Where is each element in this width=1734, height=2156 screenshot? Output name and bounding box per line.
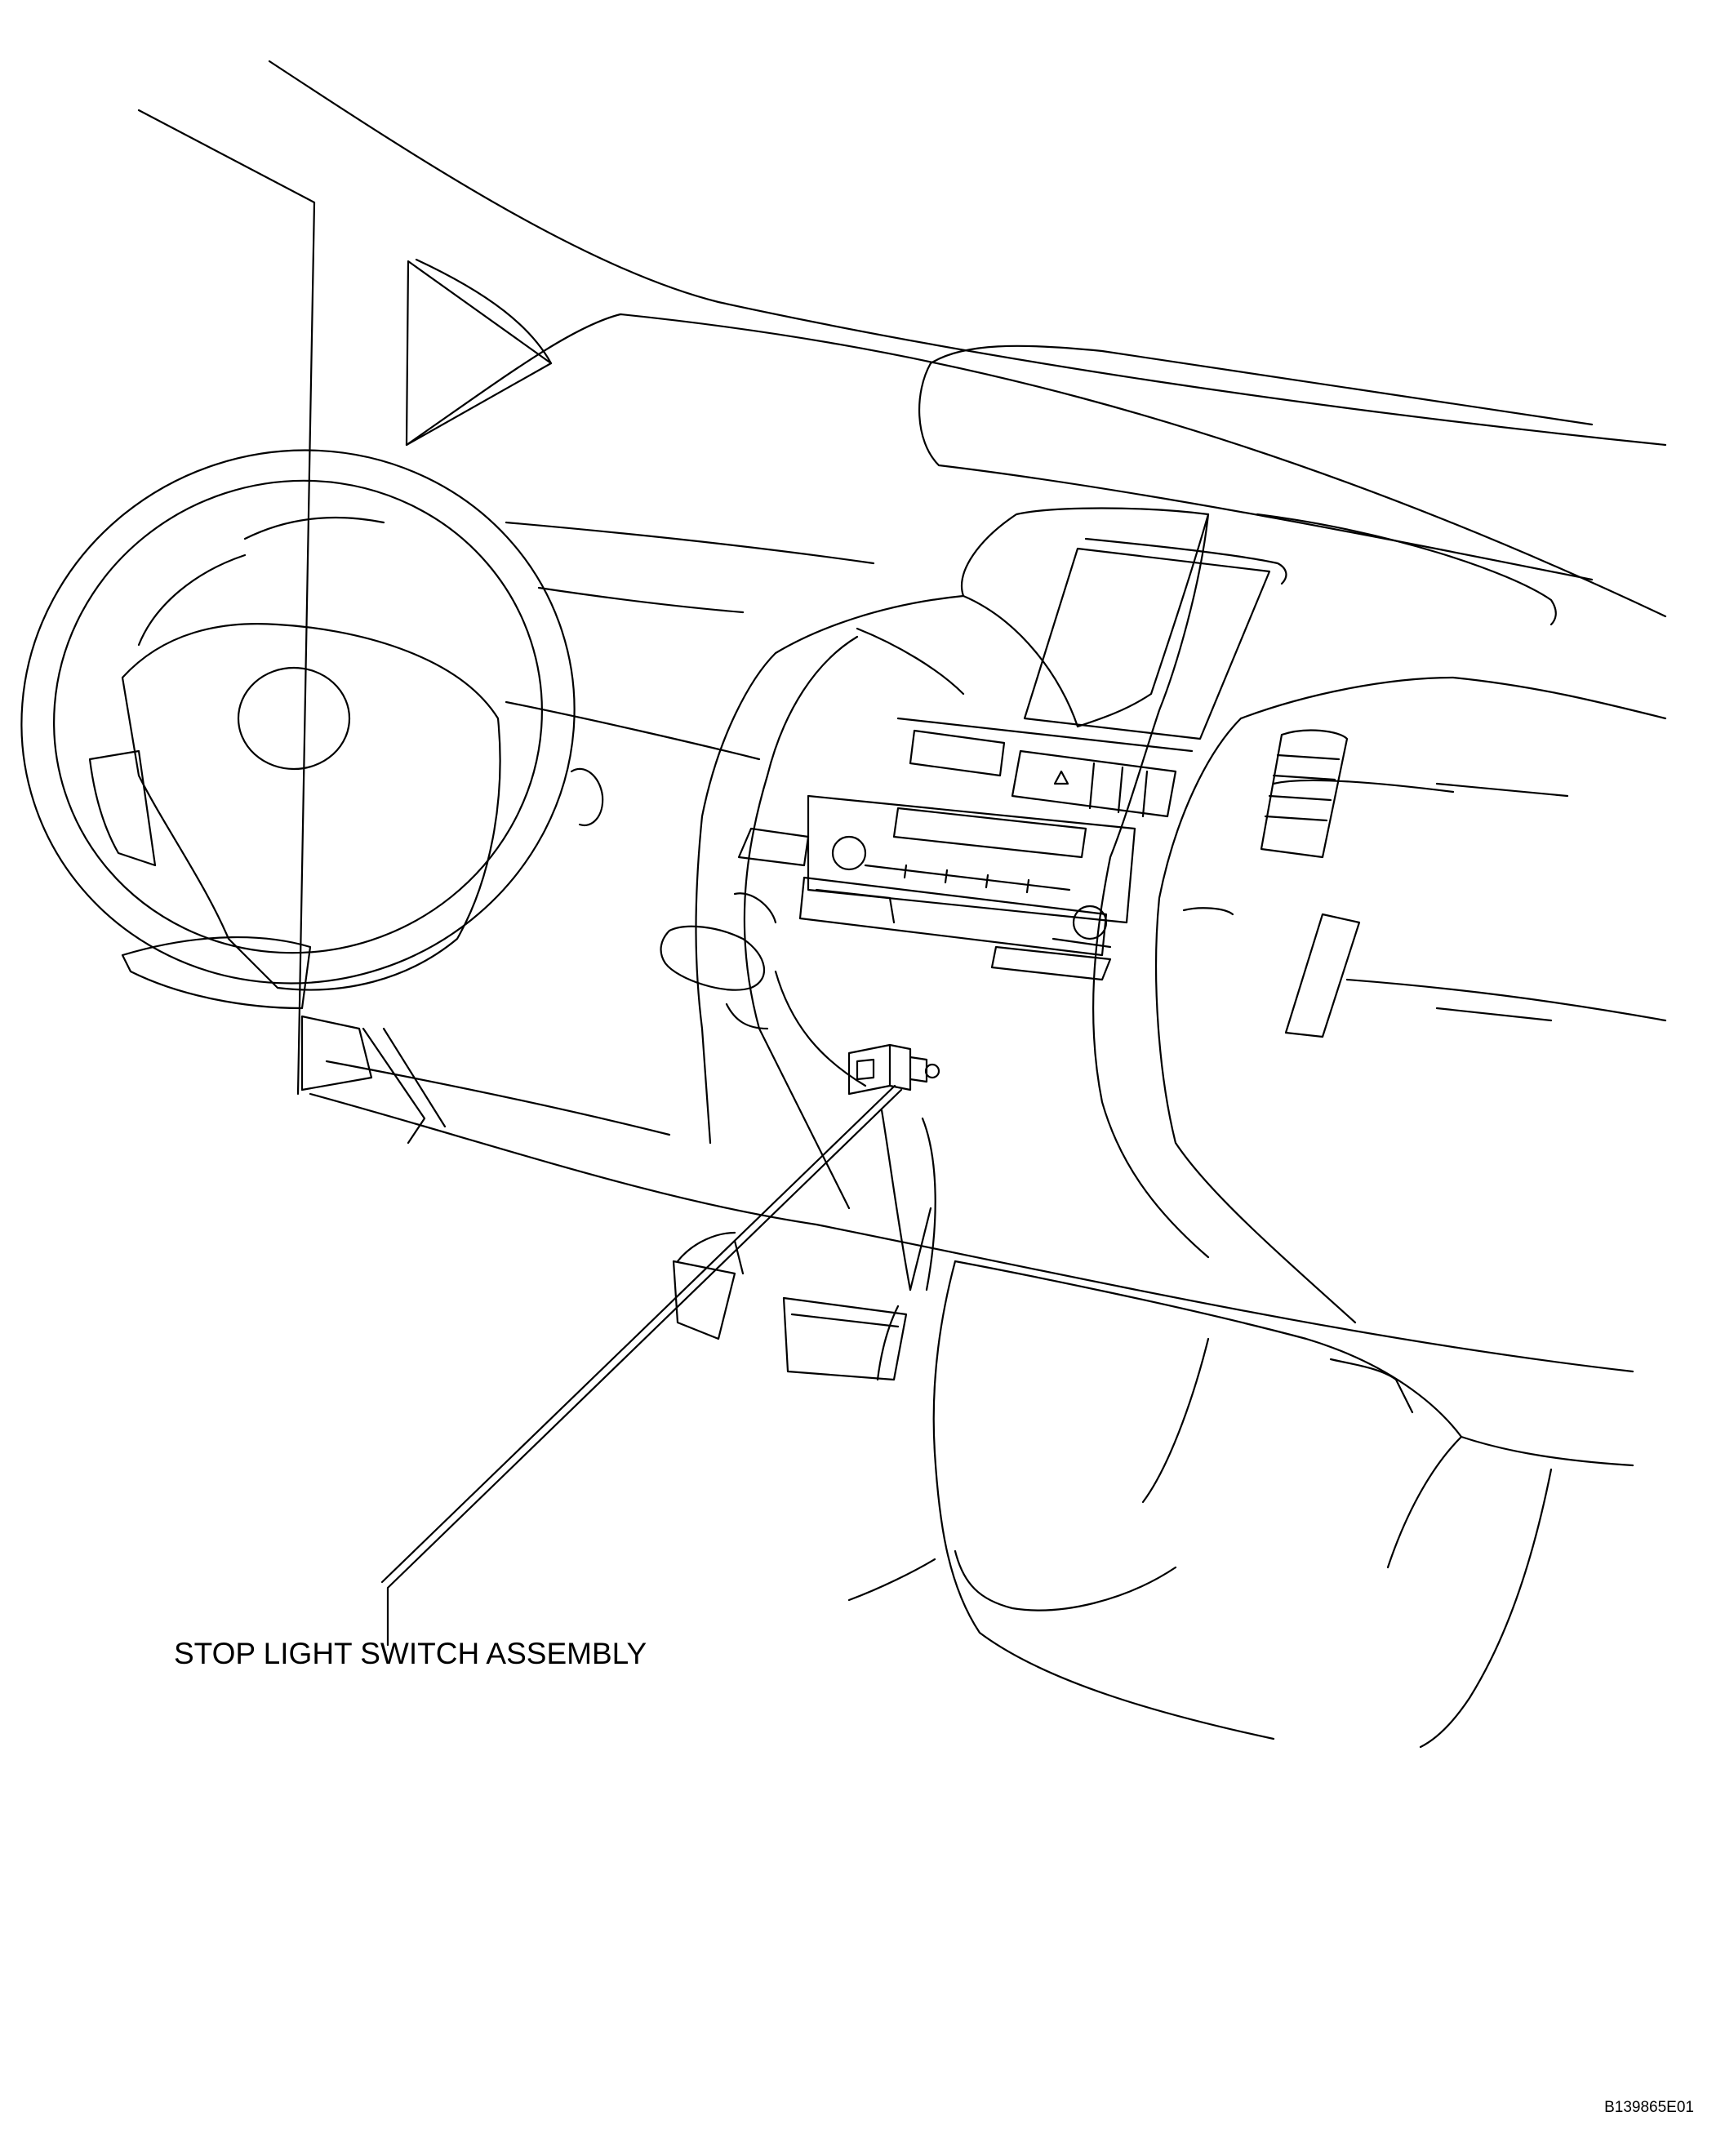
center-console (695, 507, 1210, 1259)
navigation-screen (1023, 537, 1287, 740)
audio-climate-panel (798, 794, 1136, 981)
brake-pedal (782, 1109, 936, 1381)
callout-leader-line (380, 1084, 903, 1647)
left-vent (737, 827, 810, 867)
a-pillar (137, 60, 1667, 1096)
right-vent (1182, 729, 1349, 916)
floor-tunnel (847, 1207, 1553, 1749)
lower-dash (309, 1092, 1634, 1467)
passenger-dash (1154, 676, 1667, 1324)
left-panel (325, 700, 761, 1136)
hazard-button-row (896, 717, 1194, 818)
figure-code: B139865E01 (1604, 2099, 1694, 2116)
callout-label: STOP LIGHT SWITCH ASSEMBLY (174, 1637, 647, 1670)
stop-light-switch (847, 1043, 940, 1096)
instrument-hood (918, 345, 1594, 626)
steering-wheel (20, 449, 576, 1010)
dashboard-top (405, 313, 1667, 618)
shift-lever (660, 892, 777, 1030)
accelerator-pedal (672, 1231, 745, 1340)
